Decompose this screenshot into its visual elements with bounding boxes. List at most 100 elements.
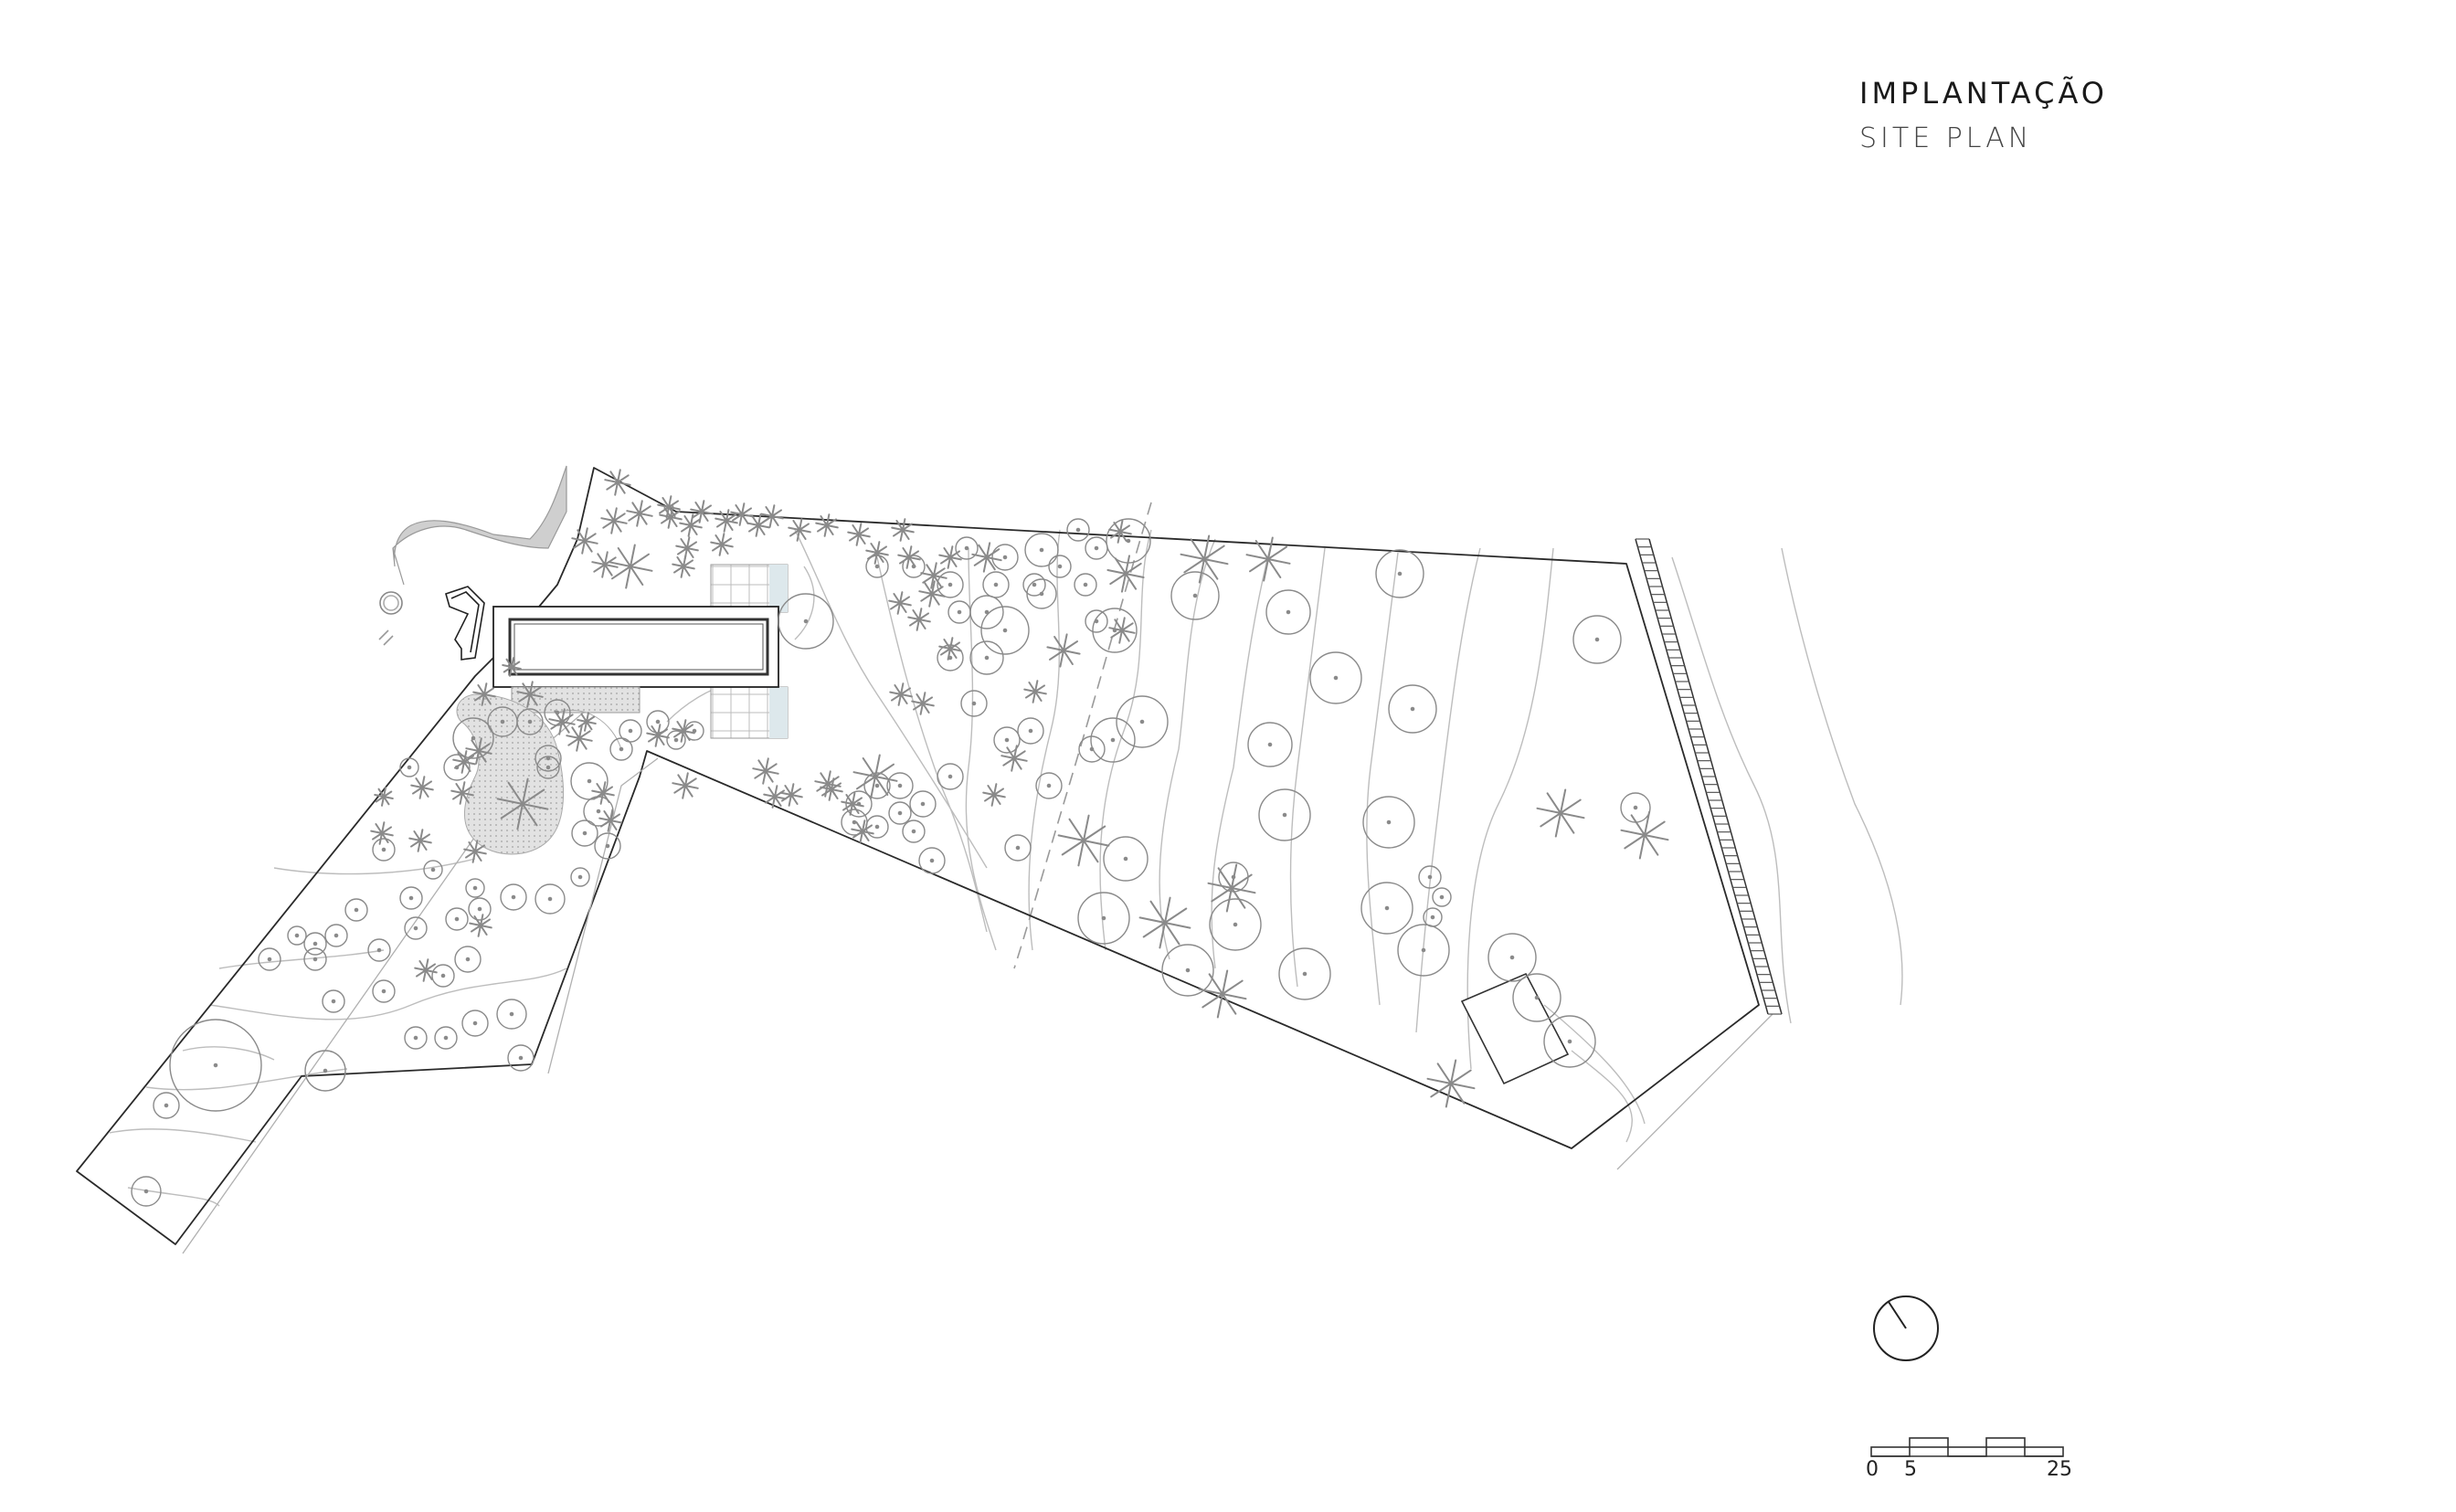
palm-tree	[408, 829, 432, 852]
tree-trunk	[333, 933, 339, 938]
palm-tree	[1023, 680, 1047, 703]
tree-trunk	[673, 737, 679, 743]
palm-tree	[1046, 633, 1081, 668]
tree-trunk	[1083, 582, 1088, 587]
tree-canopy	[886, 772, 914, 799]
tree-canopy	[1397, 924, 1450, 977]
tree-trunk	[1430, 915, 1435, 920]
tree-trunk	[1110, 737, 1116, 743]
tree-canopy	[1090, 717, 1136, 763]
lawn-area	[456, 693, 622, 855]
tree-canopy	[1035, 772, 1063, 799]
tree-canopy	[303, 932, 327, 956]
tree-canopy	[980, 606, 1030, 655]
tree-trunk	[971, 701, 977, 706]
tree-canopy	[571, 819, 598, 847]
tree-canopy	[445, 907, 469, 931]
tree-trunk	[1410, 706, 1415, 712]
tree-canopy	[1022, 573, 1046, 597]
palm-tree	[1245, 536, 1291, 582]
tree-trunk	[323, 1068, 328, 1073]
tree-canopy	[324, 924, 348, 947]
north-arrow-icon	[1873, 1295, 1939, 1361]
scale-bar	[1870, 1437, 2064, 1457]
tree-canopy	[993, 726, 1021, 754]
tree-trunk	[1015, 845, 1021, 851]
palm-tree	[571, 527, 598, 555]
tree-trunk	[465, 957, 471, 962]
tree-trunk	[267, 957, 272, 962]
annex-building	[1460, 972, 1570, 1085]
tree-canopy	[1512, 973, 1561, 1022]
tree-trunk	[1439, 894, 1445, 900]
palm-tree	[577, 712, 597, 732]
tree-trunk	[430, 867, 436, 872]
palm-tree	[1180, 534, 1229, 584]
tree-trunk	[1534, 995, 1540, 1000]
tree-trunk	[920, 801, 926, 807]
tree-canopy	[594, 832, 621, 860]
palm-tree	[469, 914, 492, 937]
tree-canopy	[947, 600, 971, 624]
tree-canopy	[131, 1176, 162, 1207]
tree-canopy	[1078, 735, 1106, 763]
tree-trunk	[518, 1055, 524, 1061]
tree-canopy	[468, 897, 492, 921]
tree-trunk	[852, 819, 857, 825]
palm-tree	[496, 777, 549, 830]
tree-canopy	[969, 640, 1004, 675]
tree-trunk	[582, 830, 588, 836]
tree-trunk	[874, 824, 880, 830]
palm-tree	[548, 708, 576, 735]
tree-trunk	[1101, 915, 1106, 921]
tree-canopy	[169, 1019, 262, 1112]
tree-canopy	[570, 867, 590, 887]
tree-canopy	[1247, 722, 1293, 767]
tree-canopy	[454, 946, 482, 973]
palm-tree	[891, 518, 915, 542]
tree-trunk	[1185, 967, 1191, 973]
tree-trunk	[605, 843, 610, 849]
tree-canopy	[888, 801, 912, 825]
main-building	[492, 606, 779, 688]
palm-tree	[907, 608, 931, 631]
palm-tree	[888, 591, 912, 615]
tree-trunk	[1333, 675, 1339, 681]
tree-trunk	[294, 933, 300, 938]
palm-tree	[679, 513, 703, 537]
palm-tree	[502, 657, 522, 677]
tree-canopy	[1024, 533, 1059, 567]
palm-tree	[672, 719, 695, 743]
tree-trunk	[1075, 527, 1081, 533]
palm-tree	[1620, 810, 1669, 860]
tree-trunk	[577, 874, 583, 880]
tree-trunk	[1057, 564, 1063, 569]
palm-tree	[646, 724, 670, 747]
tree-canopy	[863, 772, 891, 799]
palm-tree	[374, 787, 394, 807]
tree-canopy	[507, 1044, 535, 1072]
tree-canopy	[258, 947, 281, 971]
tree-canopy	[1170, 571, 1220, 620]
palm-tree	[465, 737, 492, 765]
tree-trunk	[655, 719, 661, 724]
tree-trunk	[1302, 971, 1307, 977]
tree-canopy	[909, 790, 937, 818]
palm-tree	[897, 545, 921, 569]
tree-canopy	[536, 756, 560, 779]
tree-trunk	[1509, 955, 1515, 960]
tree-canopy	[1423, 907, 1443, 927]
tree-canopy	[1278, 947, 1331, 1000]
palm-tree	[1138, 896, 1191, 949]
tree-canopy	[955, 536, 979, 560]
tree-canopy	[937, 763, 964, 790]
tree-canopy	[461, 1010, 489, 1037]
tree-trunk	[993, 582, 999, 587]
tree-trunk	[547, 896, 553, 902]
tree-trunk	[874, 564, 880, 569]
palm-tree	[1106, 555, 1145, 593]
tree-trunk	[929, 858, 935, 863]
tree-trunk	[376, 947, 382, 953]
tree-canopy	[372, 979, 396, 1003]
tree-trunk	[454, 916, 460, 922]
